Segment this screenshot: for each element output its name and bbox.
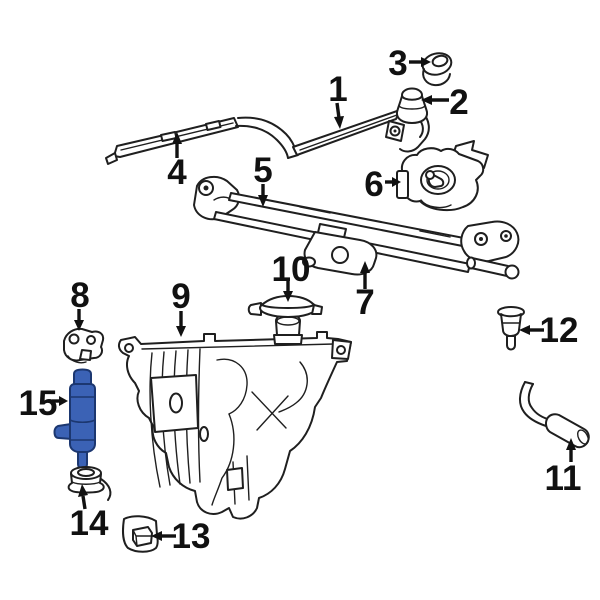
callout-8-arrow bbox=[74, 309, 84, 331]
part-9-washer-reservoir bbox=[117, 313, 352, 520]
part-2-pivot-cap bbox=[395, 87, 429, 124]
part-15-washer-pump bbox=[53, 368, 96, 470]
callout-11-label: 11 bbox=[545, 459, 582, 498]
callout-5-arrow bbox=[258, 184, 268, 207]
callout-13-label: 13 bbox=[172, 517, 211, 556]
part-12-washer-nozzle bbox=[497, 306, 525, 351]
callout-12-label: 12 bbox=[540, 311, 579, 350]
callout-15-arrow bbox=[52, 396, 68, 406]
callout-6-label: 6 bbox=[364, 165, 383, 204]
part-8-reservoir-bracket bbox=[63, 327, 105, 364]
callout-1-label: 1 bbox=[328, 70, 347, 109]
callout-7-label: 7 bbox=[355, 283, 374, 322]
callout-4-arrow bbox=[172, 132, 182, 158]
callout-11-arrow bbox=[566, 438, 576, 462]
part-11-washer-hose bbox=[519, 381, 590, 449]
callout-5-label: 5 bbox=[253, 151, 272, 190]
part-13-lower-bracket bbox=[122, 515, 159, 553]
callout-arrows bbox=[52, 57, 576, 541]
callout-12-arrow bbox=[519, 325, 544, 335]
callout-10-arrow bbox=[283, 281, 293, 302]
part-6-wiper-motor bbox=[396, 140, 489, 212]
part-14-pump-grommet bbox=[67, 466, 112, 501]
callout-7-arrow bbox=[360, 261, 370, 289]
callout-15-label: 15 bbox=[19, 384, 58, 423]
callout-9-label: 9 bbox=[171, 277, 190, 316]
callout-2-arrow bbox=[421, 95, 449, 105]
part-7-wiper-linkage bbox=[193, 175, 520, 280]
callout-10-label: 10 bbox=[272, 250, 311, 289]
part-3-pivot-grommet bbox=[421, 52, 453, 87]
part-10-reservoir-cap bbox=[247, 295, 323, 318]
callout-8-label: 8 bbox=[70, 276, 89, 315]
callout-14-label: 14 bbox=[70, 504, 109, 543]
callout-labels: 1 2 3 4 5 6 7 8 9 10 11 12 13 14 15 bbox=[19, 44, 582, 556]
callout-9-arrow bbox=[176, 311, 186, 337]
callout-13-arrow bbox=[151, 531, 176, 541]
callout-1-arrow bbox=[334, 102, 344, 129]
callout-2-label: 2 bbox=[449, 83, 468, 122]
callout-4-label: 4 bbox=[167, 153, 187, 192]
callout-14-arrow bbox=[78, 484, 88, 510]
callout-6-arrow bbox=[385, 177, 401, 187]
callout-3-arrow bbox=[409, 57, 431, 67]
callout-3-label: 3 bbox=[388, 44, 407, 83]
